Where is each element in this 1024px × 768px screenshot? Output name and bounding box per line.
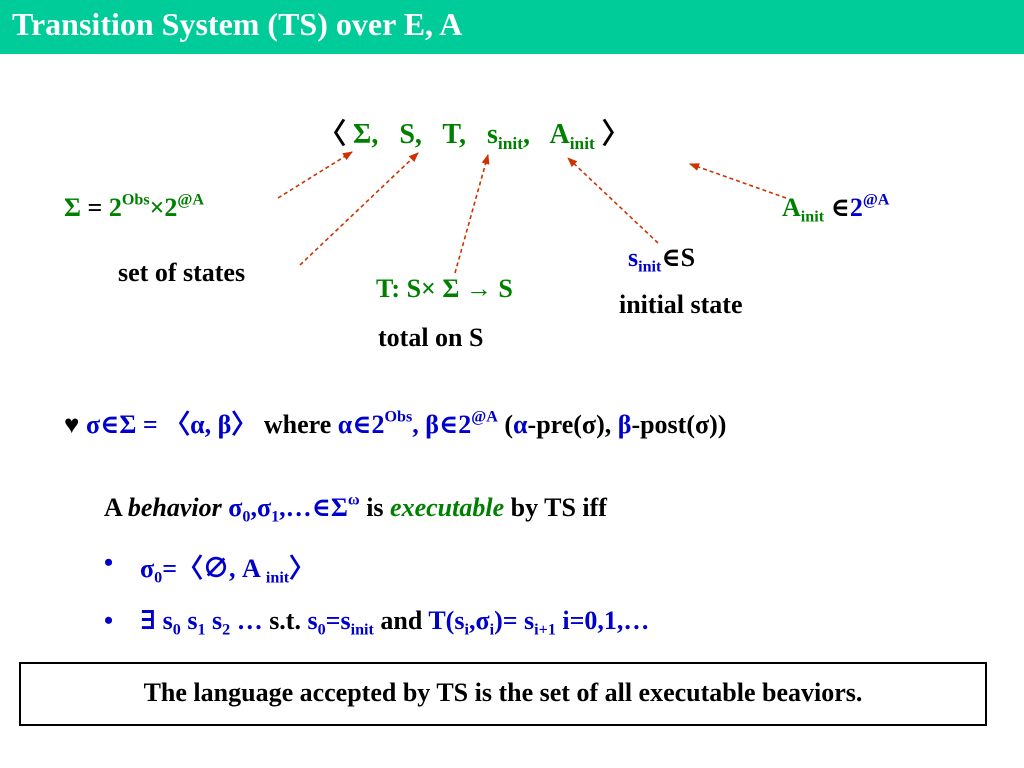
a-init-definition: Ainit ∈2@A <box>782 191 890 226</box>
article-a: A <box>104 493 128 522</box>
initial-state-label: initial state <box>619 290 743 319</box>
tuple-sigma: Σ, <box>353 119 379 150</box>
bullet-dot-1: • <box>104 548 114 577</box>
bullet-dot-2: • <box>104 606 114 635</box>
beta-symbol: β <box>617 410 632 439</box>
set-of-states-label: set of states <box>118 258 246 287</box>
a-init-symbol: Ainit <box>782 193 825 226</box>
sigma-power: 2Obs×2@A <box>108 191 205 222</box>
where-word: where <box>257 410 338 439</box>
heart-icon: ♥ <box>64 410 80 439</box>
arrow-sigma <box>277 151 353 199</box>
arrow-transition <box>454 154 490 274</box>
transition-definition: T: S× Σ → S <box>376 274 513 303</box>
bullet-run-condition: ∃ s0 s1 s2 … s.t. s0=sinit and T(si,σi)=… <box>140 606 650 639</box>
sigma-symbol: Σ <box>64 193 81 222</box>
s-init-membership: ∈S <box>661 243 696 272</box>
tuple-s-init: sinit <box>487 119 524 154</box>
sigma-element-line: ♥ σ∈Σ = 〈α, β〉 where α∈2Obs, β∈2@A (α-pr… <box>64 404 726 441</box>
bullet-initial-condition: σ0=〈∅, A init〉 <box>140 554 316 587</box>
executable-word: executable <box>390 493 505 522</box>
tuple-a-init: Ainit <box>549 119 595 154</box>
tuple-comma: , <box>523 119 531 150</box>
pre-label: -pre(σ), <box>527 410 618 439</box>
is-word: is <box>359 493 391 522</box>
language-definition-box: The language accepted by TS is the set o… <box>19 662 987 726</box>
tuple-states: S, <box>399 119 422 150</box>
a-init-membership: ∈ <box>824 193 850 222</box>
title-bar: Transition System (TS) over E, A <box>0 0 1024 54</box>
tuple-open-bracket: 〈 <box>318 119 347 150</box>
sigma-pair: σ∈Σ = 〈α, β〉 <box>79 410 258 439</box>
equals-sign: = <box>81 193 109 222</box>
slide-title: Transition System (TS) over E, A <box>12 6 463 42</box>
a-init-power: 2@A <box>849 191 890 222</box>
exists-sequence: ∃ s0 s1 s2 … <box>140 606 263 639</box>
s-init-symbol: sinit <box>628 243 662 276</box>
ts-tuple: 〈 Σ, S, T, sinit, Ainit 〉 <box>318 112 630 152</box>
alpha-def: α∈2Obs, β∈2@A <box>337 408 498 439</box>
post-label: -post(σ)) <box>631 410 727 439</box>
such-that: s.t. <box>262 606 308 635</box>
tuple-close-bracket: 〉 <box>601 119 630 150</box>
by-ts-iff: by TS iff <box>504 493 607 522</box>
paren-open: ( <box>497 410 514 439</box>
arrow-a-init <box>689 163 787 199</box>
sigma-definition: Σ = 2Obs×2@A <box>64 191 205 223</box>
initial-state-eq: s0=sinit <box>307 606 374 639</box>
and-word: and <box>373 606 429 635</box>
behavior-word: behavior <box>127 493 222 522</box>
tuple-transition: T, <box>442 119 467 150</box>
alpha-symbol: α <box>513 410 528 439</box>
arrow-s-init <box>567 157 659 244</box>
behavior-definition: A behavior σ0,σ1,…∈Σω is executable by T… <box>104 491 607 526</box>
total-on-s-label: total on S <box>378 323 484 352</box>
s-init-definition: sinit∈S <box>628 243 696 276</box>
arrow-states <box>299 152 419 266</box>
transition-eq: T(si,σi)= si+1 i=0,1,… <box>428 606 650 639</box>
behavior-sequence: σ0,σ1,…∈Σω <box>221 491 360 526</box>
language-definition-text: The language accepted by TS is the set o… <box>143 678 863 707</box>
